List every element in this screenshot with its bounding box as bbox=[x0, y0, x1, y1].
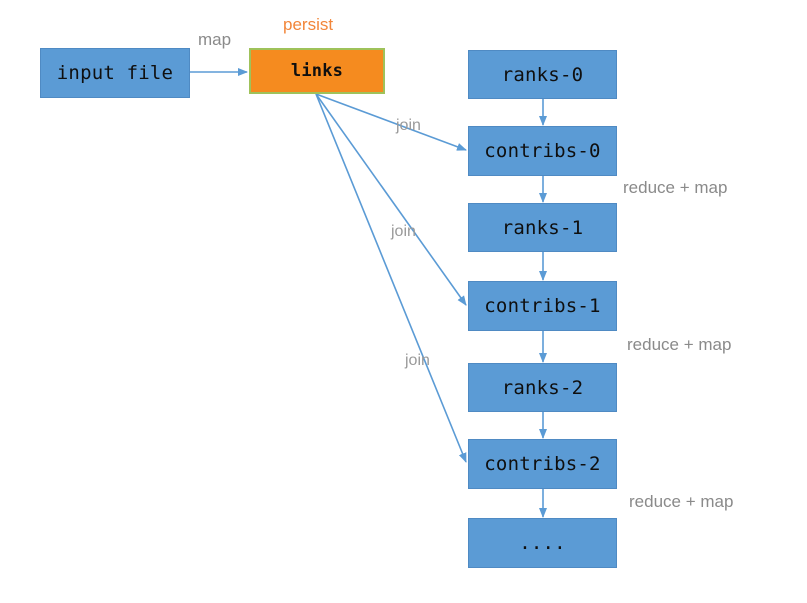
edge-links-to-contribs-2 bbox=[315, 93, 467, 463]
label-map: map bbox=[198, 30, 232, 49]
node-ellipsis: .... bbox=[468, 518, 617, 568]
label-persist: persist bbox=[283, 15, 334, 34]
node-contribs-1: contribs-1 bbox=[468, 281, 617, 331]
label-join-1: join bbox=[391, 223, 416, 240]
edge-links-to-contribs-1 bbox=[315, 93, 467, 306]
node-ranks-1: ranks-1 bbox=[468, 203, 617, 252]
node-contribs-2: contribs-2 bbox=[468, 439, 617, 489]
label-join-0: join bbox=[396, 117, 421, 134]
label-reduce-map-0: reduce + map bbox=[623, 178, 728, 197]
node-links: links bbox=[249, 48, 385, 94]
node-input-file: input file bbox=[40, 48, 190, 98]
label-reduce-map-2: reduce + map bbox=[629, 492, 734, 511]
edge-links-to-contribs-0 bbox=[315, 93, 467, 151]
label-reduce-map-1: reduce + map bbox=[627, 335, 732, 354]
node-ranks-0: ranks-0 bbox=[468, 50, 617, 99]
label-join-2: join bbox=[405, 352, 430, 369]
node-contribs-0: contribs-0 bbox=[468, 126, 617, 176]
node-ranks-2: ranks-2 bbox=[468, 363, 617, 412]
